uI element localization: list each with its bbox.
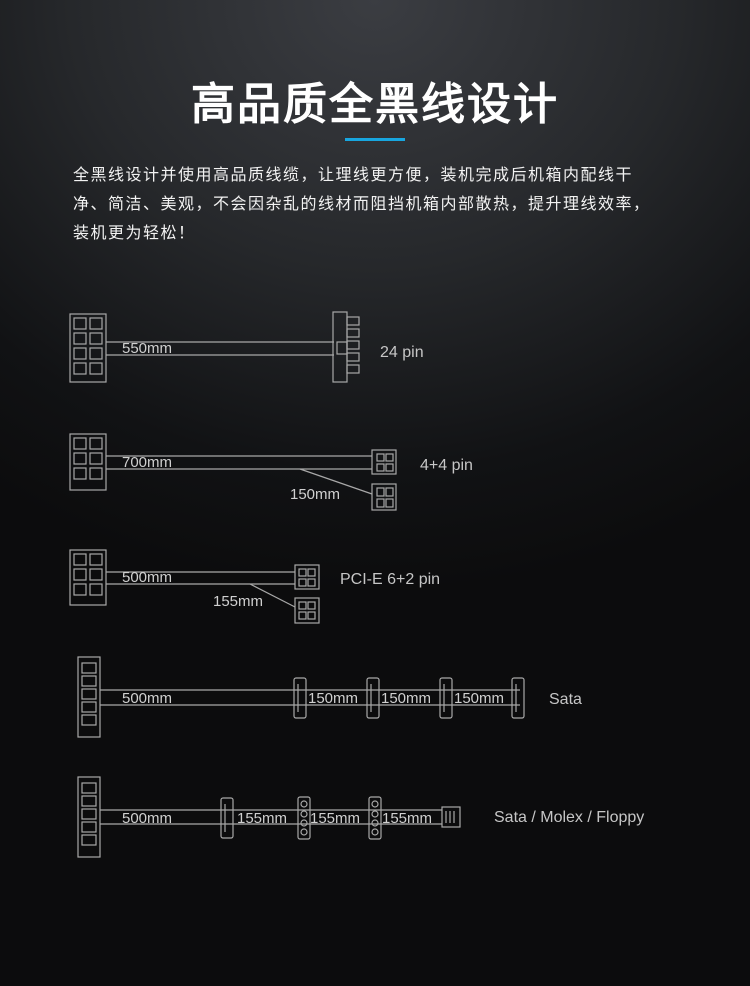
- floppy-connector-icon: [441, 806, 461, 828]
- psu-connector-icon: [77, 776, 101, 858]
- pcie-connector-icon: [294, 597, 320, 624]
- length-label: 155mm: [213, 593, 263, 610]
- psu-connector-icon: [69, 549, 107, 606]
- cable-wire: [299, 468, 373, 495]
- sata-connector-icon: [439, 677, 453, 719]
- cable-wire: [249, 583, 296, 608]
- length-label: 150mm: [308, 690, 358, 707]
- molex-connector-icon: [368, 796, 382, 840]
- intro-line: 净、简洁、美观，不会因杂乱的线材而阻挡机箱内部散热，提升理线效率，: [73, 194, 651, 213]
- cable-sata-molex-floppy: 500mm 155mm 155mm 155mm Sata / Molex / F…: [77, 776, 644, 858]
- intro-line: 全黑线设计并使用高品质线缆，让理线更方便，装机完成后机箱内配线干: [73, 165, 634, 184]
- length-label: 150mm: [454, 690, 504, 707]
- sata-connector-icon: [511, 677, 525, 719]
- cable-name: Sata / Molex / Floppy: [494, 809, 644, 826]
- cable-name: PCI-E 6+2 pin: [340, 571, 440, 588]
- intro-text: 全黑线设计并使用高品质线缆，让理线更方便，装机完成后机箱内配线干 净、简洁、美观…: [73, 160, 683, 247]
- cable-pcie: 500mm 155mm PCI-E 6+2 pin: [69, 549, 440, 624]
- pcie-connector-icon: [294, 564, 320, 590]
- cable-24pin: 550mm 24 pin: [69, 311, 424, 383]
- length-label: 150mm: [381, 690, 431, 707]
- intro-line: 装机更为轻松！: [73, 223, 196, 242]
- cable-name: 24 pin: [380, 344, 424, 361]
- cable-sata: 500mm 150mm 150mm 150mm Sata: [77, 656, 582, 738]
- psu-connector-icon: [69, 313, 107, 383]
- length-label: 500mm: [122, 810, 172, 827]
- molex-connector-icon: [297, 796, 311, 840]
- length-label: 550mm: [122, 340, 172, 357]
- length-label: 155mm: [237, 810, 287, 827]
- cpu-4pin-connector-icon: [371, 483, 397, 511]
- cpu-4pin-connector-icon: [371, 449, 397, 475]
- length-label: 700mm: [122, 454, 172, 471]
- sata-connector-icon: [293, 677, 307, 719]
- cable-4plus4pin: 700mm 150mm 4+4 pin: [69, 433, 473, 511]
- psu-connector-icon: [77, 656, 101, 738]
- psu-connector-icon: [69, 433, 107, 491]
- cable-name: Sata: [549, 691, 582, 708]
- sata-connector-icon: [366, 677, 380, 719]
- length-label: 155mm: [310, 810, 360, 827]
- atx-24pin-connector-icon: [332, 311, 360, 383]
- cable-name: 4+4 pin: [420, 457, 473, 474]
- page-title: 高品质全黑线设计: [191, 79, 559, 130]
- title-underline: [345, 138, 405, 141]
- length-label: 150mm: [290, 486, 340, 503]
- length-label: 500mm: [122, 569, 172, 586]
- length-label: 500mm: [122, 690, 172, 707]
- length-label: 155mm: [382, 810, 432, 827]
- sata-connector-icon: [220, 797, 234, 839]
